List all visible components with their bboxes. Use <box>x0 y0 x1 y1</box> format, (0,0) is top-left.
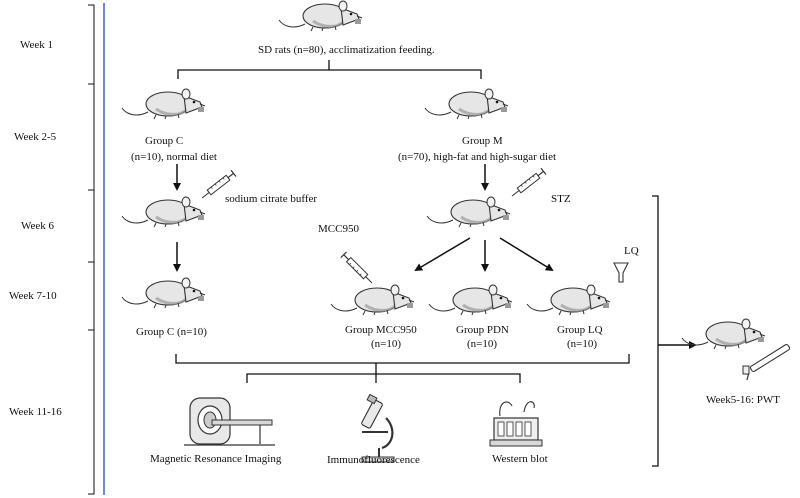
pwt-label: Week5-16: PWT <box>706 394 780 406</box>
week-label-3: Week 6 <box>21 220 55 232</box>
group-mcc950-n: (n=10) <box>371 338 401 350</box>
analysis-if-label: Immunofluorescence <box>327 454 420 466</box>
group-c-diet: (n=10), normal diet <box>131 151 217 163</box>
flow-arrow <box>499 237 554 272</box>
von-frey-filament-icon <box>742 344 791 381</box>
rat-icon <box>120 276 207 310</box>
group-c-final: Group C (n=10) <box>136 326 207 338</box>
collect-bracket <box>175 354 630 364</box>
week-label-1: Week 1 <box>20 39 53 51</box>
group-mcc950-name: Group MCC950 <box>345 324 417 336</box>
rat-icon <box>425 195 512 229</box>
rat-icon <box>427 283 514 317</box>
pwt-bracket <box>652 195 659 467</box>
rat-icon <box>120 195 207 229</box>
syringe-icon <box>508 167 547 200</box>
split-bracket <box>177 69 482 79</box>
western-blot-icon <box>489 401 543 447</box>
analysis-wb-label: Western blot <box>492 453 548 465</box>
group-c-title: Group C <box>145 135 183 147</box>
funnel-icon <box>613 262 629 283</box>
timeline: Week 1 Week 2-5 Week 6 Week 7-10 Week 11… <box>9 3 105 495</box>
week-label-5: Week 11-16 <box>9 406 62 418</box>
microscope-icon <box>361 393 395 463</box>
group-lq-n: (n=10) <box>567 338 597 350</box>
group-pdn-n: (n=10) <box>467 338 497 350</box>
rat-icon <box>680 317 767 351</box>
group-m-treatment: STZ <box>551 193 571 205</box>
syringe-icon <box>340 251 376 287</box>
rat-icon <box>277 0 364 33</box>
analysis-bracket <box>246 373 521 383</box>
week-label-2: Week 2-5 <box>14 131 57 143</box>
rat-icon <box>120 87 207 121</box>
mri-scanner-icon <box>184 397 275 446</box>
week-label-4: Week 7-10 <box>9 290 57 302</box>
timeline-bracket <box>88 4 95 495</box>
group-c-treatment: sodium citrate buffer <box>225 193 317 205</box>
lq-drug-label: LQ <box>624 245 639 257</box>
rat-icon <box>329 283 416 317</box>
group-pdn-name: Group PDN <box>456 324 509 336</box>
mcc950-drug-label: MCC950 <box>318 223 359 235</box>
group-m-diet: (n=70), high-fat and high-sugar diet <box>398 151 556 163</box>
top-label: SD rats (n=80), acclimatization feeding. <box>258 44 435 56</box>
analysis-mri-label: Magnetic Resonance Imaging <box>150 453 282 465</box>
rat-icon <box>423 87 510 121</box>
flow-arrow <box>414 237 471 272</box>
group-lq-name: Group LQ <box>557 324 603 336</box>
rat-icon <box>525 283 612 317</box>
group-m-title: Group M <box>462 135 503 147</box>
